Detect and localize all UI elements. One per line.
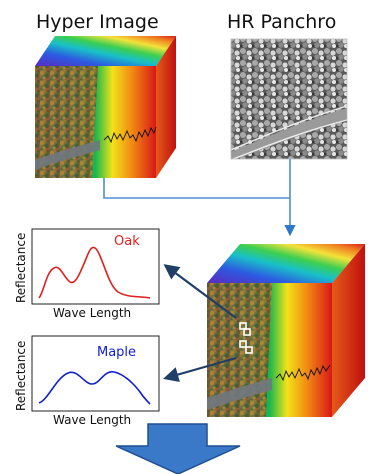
hyper-image-cube xyxy=(35,36,176,178)
fused-cube-side-face xyxy=(332,244,365,417)
hyper-connector-line xyxy=(103,178,290,199)
output-down-arrow xyxy=(115,423,241,474)
hr-panchro-label: HR Panchro xyxy=(227,11,336,33)
hr-panchro-trees xyxy=(231,39,347,159)
fused-cube-top-face xyxy=(207,244,365,283)
hyper-cube-spectral-trace xyxy=(103,126,157,144)
maple-plot: Maple Wave Length Reflectance xyxy=(14,335,160,427)
maple-series-line xyxy=(38,371,151,405)
fused-cube-road xyxy=(207,378,272,410)
oak-plot: Oak Wave Length Reflectance xyxy=(14,228,160,320)
hr-panchro-road-edge-1 xyxy=(230,105,348,151)
maple-plot-frame xyxy=(31,335,160,412)
fusion-connector xyxy=(103,159,296,237)
maple-series-label: Maple xyxy=(97,345,136,360)
hyper-image-label: Hyper Image xyxy=(36,11,159,33)
arrow-to-maple-plot xyxy=(163,356,237,383)
hr-panchro-image xyxy=(230,38,348,160)
oak-series-line xyxy=(38,246,151,299)
hr-panchro-frame xyxy=(230,38,348,160)
fused-cube-spectral-trace xyxy=(275,364,331,382)
arrow-to-oak-plot xyxy=(163,264,237,319)
hyper-cube-side-face xyxy=(156,36,176,178)
hr-panchro-road-edge-2 xyxy=(232,119,348,160)
hr-panchro-road xyxy=(231,108,347,159)
pixel-marker-maple xyxy=(239,340,253,354)
pixel-marker-oak xyxy=(239,322,251,336)
hyper-cube-top-face xyxy=(35,36,176,66)
maple-xlabel: Wave Length xyxy=(53,413,131,427)
fused-cube xyxy=(207,244,365,417)
oak-series-label: Oak xyxy=(114,234,140,249)
oak-plot-frame xyxy=(31,228,160,305)
hyper-cube-road xyxy=(35,140,100,170)
oak-xlabel: Wave Length xyxy=(53,306,131,320)
oak-ylabel: Reflectance xyxy=(14,233,28,303)
maple-ylabel: Reflectance xyxy=(14,341,28,411)
